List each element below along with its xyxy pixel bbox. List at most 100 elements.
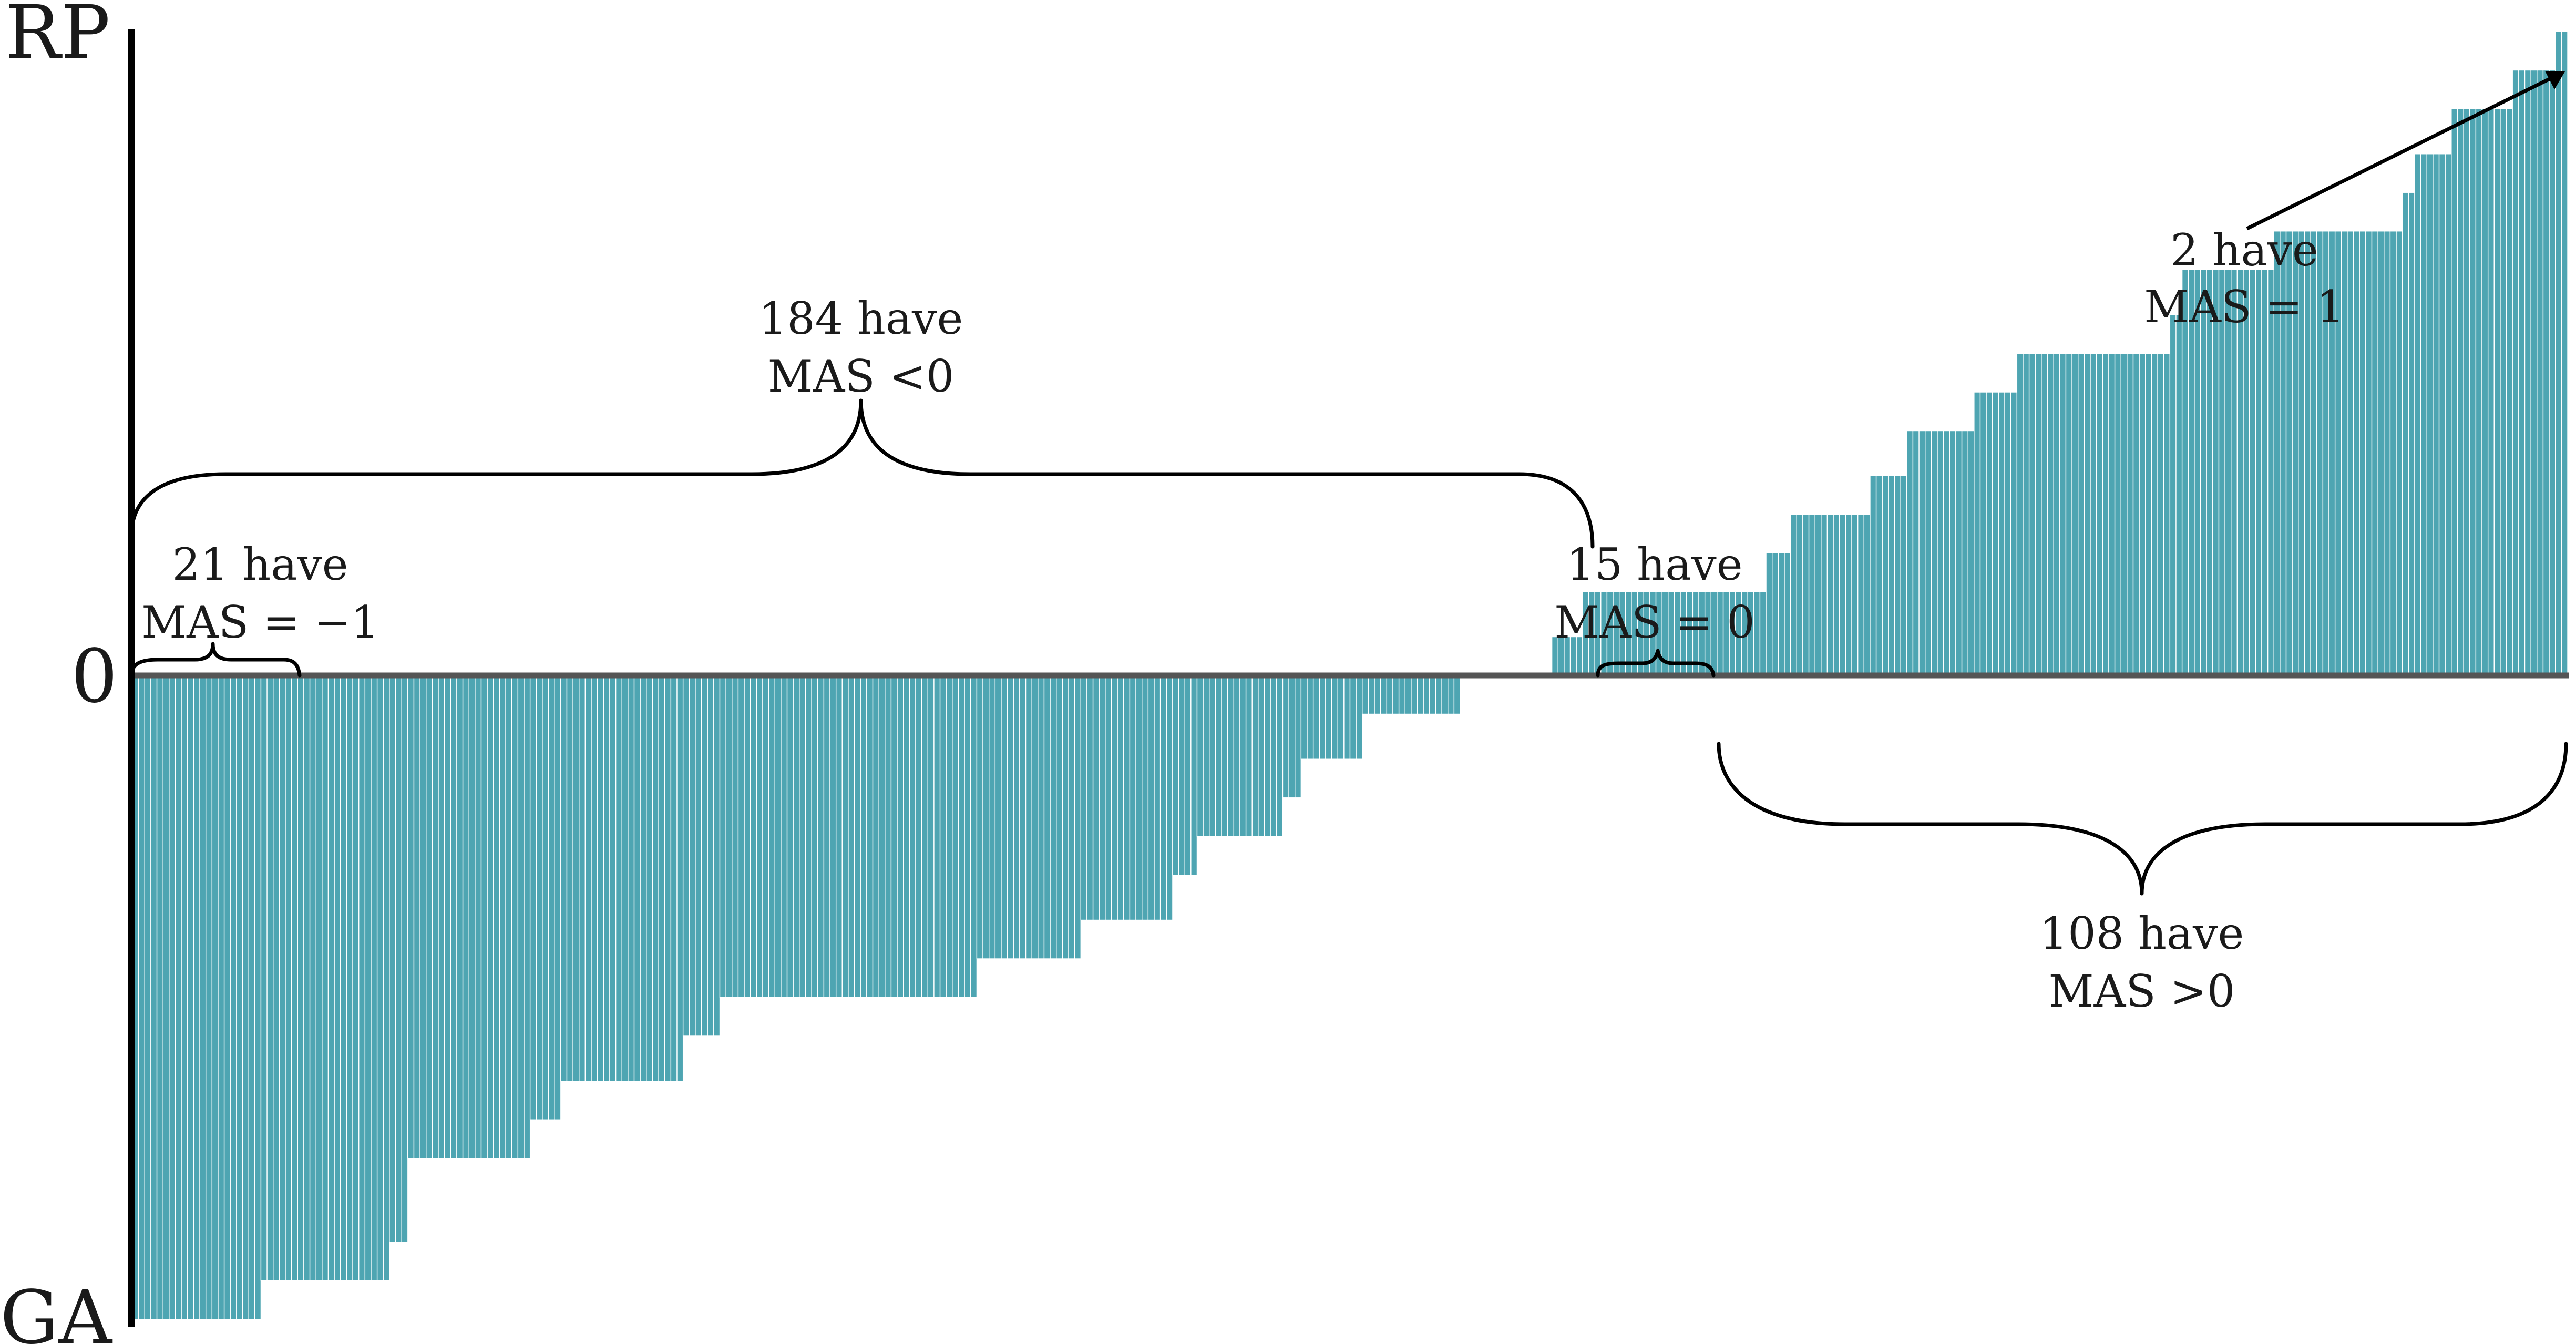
- bar: [1900, 475, 1907, 676]
- annotation-mas-minus-one-count: 21 have: [172, 539, 348, 590]
- bar: [505, 675, 512, 1159]
- bar: [1325, 675, 1332, 760]
- bar: [1986, 392, 1993, 676]
- bar: [2389, 231, 2397, 676]
- bar: [927, 675, 935, 998]
- bar: [621, 675, 629, 1082]
- bar: [885, 675, 892, 998]
- bar: [1001, 675, 1008, 959]
- bar: [2028, 353, 2036, 676]
- bar: [1423, 675, 1430, 715]
- bar: [1386, 675, 1393, 715]
- bar: [676, 675, 684, 1082]
- bar: [2175, 314, 2183, 676]
- bar: [426, 675, 433, 1159]
- bar: [2377, 231, 2385, 676]
- bar: [2463, 108, 2470, 676]
- bar: [419, 675, 427, 1159]
- bar: [1955, 430, 1963, 676]
- bar: [854, 675, 861, 998]
- bar: [536, 675, 543, 1120]
- y-axis-zero-label: 0: [71, 634, 118, 720]
- bar: [156, 675, 163, 1320]
- bar: [1448, 675, 1455, 715]
- bar: [897, 675, 904, 998]
- bar: [1154, 675, 1161, 921]
- bar: [193, 675, 200, 1320]
- bar: [958, 675, 965, 998]
- bar: [915, 675, 922, 998]
- bar: [1099, 675, 1106, 921]
- bar: [462, 675, 469, 1159]
- bar: [327, 675, 335, 1281]
- bar: [493, 675, 500, 1159]
- bar: [1080, 675, 1087, 921]
- bar: [371, 675, 378, 1281]
- bar: [2475, 108, 2482, 676]
- bar: [976, 675, 983, 959]
- arrow-head-icon: [2545, 71, 2565, 89]
- bar: [823, 675, 830, 998]
- bar: [236, 675, 243, 1320]
- bar: [633, 675, 641, 1082]
- bar: [297, 675, 304, 1281]
- bar: [223, 675, 231, 1320]
- bar: [1918, 430, 1926, 676]
- bar: [841, 675, 849, 998]
- bar: [1312, 675, 1320, 760]
- bar: [1349, 675, 1357, 760]
- bar: [2561, 31, 2568, 676]
- bar: [1142, 675, 1149, 921]
- bar: [1264, 675, 1271, 837]
- bar: [1863, 514, 1871, 676]
- bar: [2353, 231, 2360, 676]
- bar: [322, 675, 329, 1281]
- bar: [805, 675, 812, 998]
- annotation-mas-negative-count: 184 have: [759, 293, 963, 344]
- bar: [542, 675, 549, 1120]
- bar: [1833, 514, 1840, 676]
- bar: [1227, 675, 1235, 837]
- bar: [2127, 353, 2134, 676]
- bar: [2023, 353, 2030, 676]
- bar: [2542, 69, 2550, 676]
- bar: [1453, 675, 1461, 715]
- bar: [248, 675, 255, 1320]
- bar: [2065, 353, 2072, 676]
- bar: [2151, 353, 2158, 676]
- bar: [138, 675, 145, 1320]
- bar: [689, 675, 696, 1037]
- bar: [1894, 475, 1901, 676]
- bar: [572, 675, 580, 1082]
- bar: [695, 675, 702, 1037]
- bar: [1203, 675, 1210, 837]
- bar: [793, 675, 800, 998]
- bar: [664, 675, 672, 1082]
- bar: [1276, 675, 1284, 837]
- bar: [1050, 675, 1057, 959]
- bar: [2053, 353, 2060, 676]
- bar: [2438, 153, 2446, 676]
- bar: [719, 675, 726, 998]
- bar: [407, 675, 415, 1159]
- bar: [1912, 430, 1920, 676]
- bar: [218, 675, 225, 1320]
- bar: [2530, 69, 2538, 676]
- bar: [1992, 392, 1999, 676]
- bar: [548, 675, 555, 1120]
- brace-mas-zero: [1596, 649, 1716, 678]
- bar: [848, 675, 855, 998]
- bar: [701, 675, 708, 1037]
- bar: [817, 675, 825, 998]
- bar: [175, 675, 182, 1320]
- bar: [376, 675, 384, 1281]
- bar: [1111, 675, 1118, 921]
- bar: [1092, 675, 1100, 921]
- bar: [628, 675, 635, 1082]
- bar: [2518, 69, 2526, 676]
- bar: [1796, 514, 1803, 676]
- bar: [162, 675, 170, 1320]
- bar: [554, 675, 561, 1120]
- annotation-mas-positive-count: 108 have: [2040, 908, 2244, 959]
- brace-mas-negative: [129, 398, 1595, 549]
